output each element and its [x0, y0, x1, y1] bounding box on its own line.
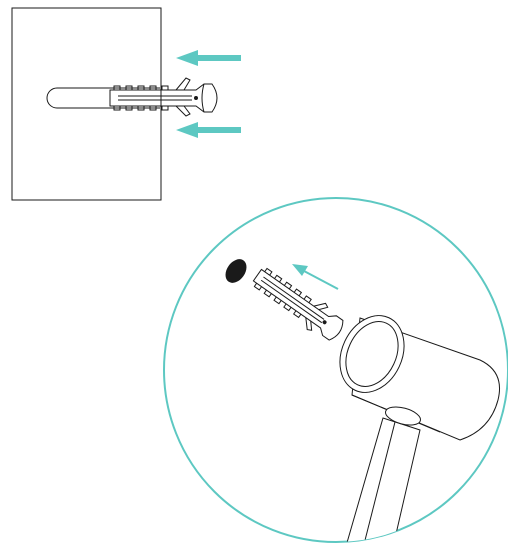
drilled-hole: [46, 87, 160, 109]
detail-circle-panel: [163, 197, 508, 543]
detail-circle-border: [163, 197, 508, 543]
arrow-left-icon: [292, 264, 339, 290]
arrow-left-icon: [176, 50, 241, 66]
wall-section-panel: [11, 7, 241, 201]
hammer-face-inner: [345, 321, 399, 387]
wall-plug-anchor-icon: [109, 77, 218, 117]
wall-hole: [225, 259, 247, 283]
arrow-left-icon: [176, 122, 241, 138]
wall-block: [11, 7, 162, 201]
hammer-icon: [339, 315, 500, 542]
hammer-socket: [384, 406, 422, 426]
wall-plug-anchor-icon: [252, 267, 344, 341]
hammer-handle: [341, 417, 421, 542]
